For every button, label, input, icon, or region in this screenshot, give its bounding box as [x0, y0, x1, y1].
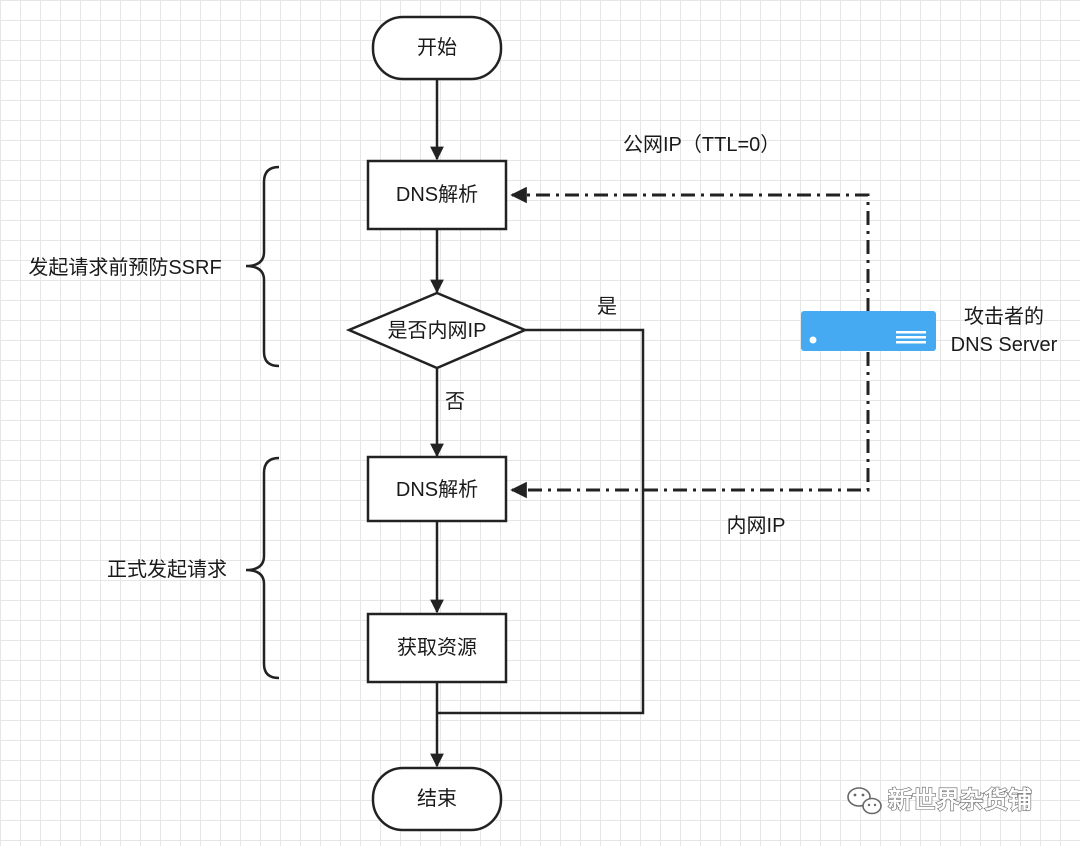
internal-ip-label: 内网IP: [727, 514, 786, 537]
edge-yes-bypass: [437, 328, 645, 715]
decision-label: 是否内网IP: [388, 319, 487, 342]
server-label-line1: 攻击者的: [964, 305, 1044, 328]
brace-pre-request: [245, 165, 280, 368]
server-icon: [801, 311, 936, 351]
no-label: 否: [445, 391, 465, 413]
start-node: [371, 15, 503, 81]
dns-resolve-label-2: DNS解析: [396, 478, 478, 501]
yes-label: 是: [597, 296, 617, 318]
brace-formal-request: [245, 456, 280, 680]
dns-resolve-node-2: [366, 455, 508, 523]
edge-public-ip: [510, 186, 870, 312]
end-node-label: 结束: [417, 787, 457, 810]
group-formal-request-label: 正式发起请求: [107, 558, 227, 581]
dns-resolve-node-1: [366, 159, 508, 231]
edge-internal-ip: [510, 352, 870, 499]
group-pre-request-label: 发起请求前预防SSRF: [28, 256, 221, 279]
watermark-text: 新世界杂货铺: [888, 786, 1032, 814]
fetch-resource-node: [366, 612, 508, 684]
public-ip-label: 公网IP（TTL=0）: [623, 133, 780, 156]
fetch-resource-label: 获取资源: [397, 636, 477, 659]
decision-node: [345, 291, 529, 370]
dns-resolve-label-1: DNS解析: [396, 183, 478, 206]
end-node: [371, 766, 503, 832]
start-node-label: 开始: [417, 36, 457, 59]
server-label-line2: DNS Server: [951, 334, 1058, 356]
wechat-icon: [847, 787, 882, 815]
